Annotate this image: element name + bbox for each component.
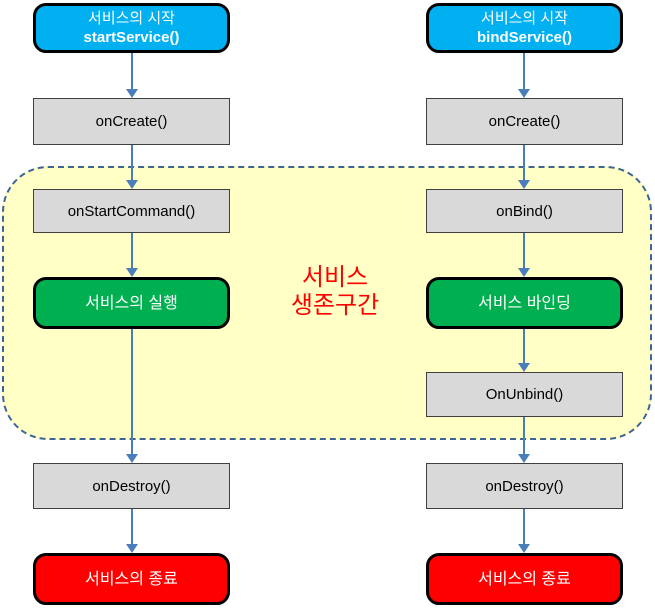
- node-onunbind-label: OnUnbind(): [485, 386, 564, 403]
- service-lifetime-label-line1: 서비스: [301, 264, 369, 291]
- node-bind-service-label: 서비스의 시작: [481, 10, 568, 27]
- node-ondestroy-left: onDestroy(): [33, 463, 230, 509]
- node-oncreate-left-label: onCreate(): [95, 113, 168, 130]
- arrow-shaft: [523, 417, 525, 455]
- arrow-head: [126, 544, 138, 553]
- service-lifetime-label: 서비스 생존구간: [253, 264, 417, 320]
- arrow-shaft: [523, 53, 525, 90]
- arrow-shaft: [131, 329, 133, 455]
- arrow-down-icon: [126, 509, 138, 553]
- arrow-shaft: [523, 509, 525, 545]
- arrow-shaft: [523, 233, 525, 269]
- service-lifetime-label-line2: 생존구간: [290, 292, 380, 319]
- node-service-running-label: 서비스의 실행: [85, 294, 178, 312]
- node-service-end-left-label: 서비스의 종료: [85, 570, 178, 588]
- arrow-shaft: [131, 233, 133, 269]
- node-ondestroy-right: onDestroy(): [426, 463, 623, 509]
- node-service-end-right-label: 서비스의 종료: [478, 570, 571, 588]
- node-service-end-right: 서비스의 종료: [426, 553, 623, 605]
- arrow-down-icon: [518, 509, 530, 553]
- arrow-shaft: [523, 145, 525, 181]
- node-oncreate-right-label: onCreate(): [488, 113, 561, 130]
- node-service-running: 서비스의 실행: [33, 277, 230, 329]
- node-start-service: 서비스의 시작 startService(): [33, 3, 230, 53]
- arrow-down-icon: [126, 233, 138, 277]
- arrow-shaft: [131, 509, 133, 545]
- node-onbind: onBind(): [426, 189, 623, 233]
- arrow-down-icon: [126, 145, 138, 189]
- arrow-head: [126, 180, 138, 189]
- node-oncreate-left: onCreate(): [33, 98, 230, 145]
- arrow-down-icon: [126, 53, 138, 98]
- node-start-service-label: 서비스의 시작: [88, 10, 175, 27]
- node-bind-service-method: bindService(): [476, 29, 573, 46]
- node-onstartcommand: onStartCommand(): [33, 189, 230, 233]
- arrow-shaft: [131, 53, 133, 90]
- arrow-head: [126, 268, 138, 277]
- node-ondestroy-left-label: onDestroy(): [92, 477, 171, 495]
- arrow-down-icon: [518, 233, 530, 277]
- arrow-head: [126, 454, 138, 463]
- node-oncreate-right: onCreate(): [426, 98, 623, 145]
- node-onunbind: OnUnbind(): [426, 372, 623, 417]
- node-service-binding-label: 서비스 바인딩: [478, 294, 571, 312]
- node-onbind-label: onBind(): [496, 202, 553, 220]
- arrow-head: [518, 268, 530, 277]
- arrow-down-icon: [518, 53, 530, 98]
- node-service-end-left: 서비스의 종료: [33, 553, 230, 605]
- arrow-head: [518, 89, 530, 98]
- node-bind-service: 서비스의 시작 bindService(): [426, 3, 623, 53]
- arrow-head: [518, 544, 530, 553]
- arrow-down-icon: [126, 329, 138, 463]
- node-onstartcommand-label: onStartCommand(): [67, 202, 196, 220]
- arrow-down-icon: [518, 145, 530, 189]
- arrow-head: [518, 180, 530, 189]
- arrow-down-icon: [518, 417, 530, 463]
- arrow-shaft: [131, 145, 133, 181]
- arrow-shaft: [523, 329, 525, 364]
- arrow-head: [518, 454, 530, 463]
- node-start-service-method: startService(): [83, 29, 180, 46]
- node-ondestroy-right-label: onDestroy(): [485, 477, 564, 495]
- arrow-head: [126, 89, 138, 98]
- node-service-binding: 서비스 바인딩: [426, 277, 623, 329]
- arrow-down-icon: [518, 329, 530, 372]
- arrow-head: [518, 363, 530, 372]
